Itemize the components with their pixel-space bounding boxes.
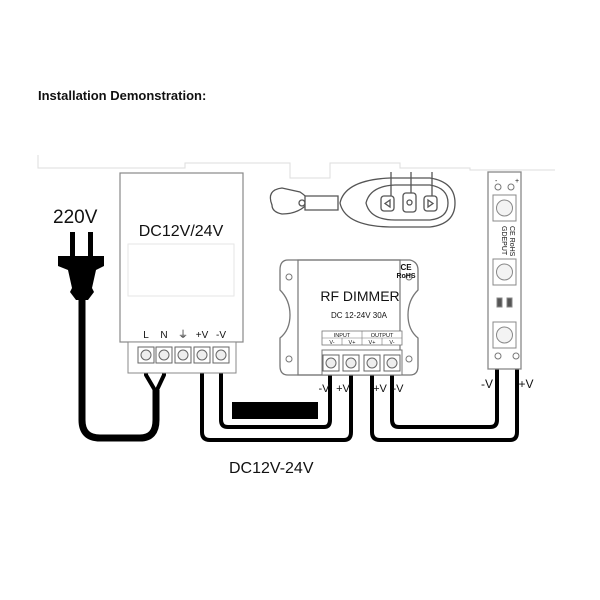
strip-cert-text: CE RoHS [508,226,515,257]
rf-dimmer: CE RoHS RF DIMMER DC 12-24V 30A INPUT OU… [279,259,419,395]
dc-wire-label: DC12V-24V [229,460,314,477]
wire-label: -V [319,383,331,395]
wire-label: -V [393,383,405,395]
wire-label: +V [373,383,387,395]
dimmer-spec: DC 12-24V 30A [331,311,388,320]
plug-icon [58,232,104,300]
screw-head-icon [196,349,208,361]
diagram-title: Installation Demonstration: [38,88,207,103]
out-minus-wire [390,355,499,429]
terminal-v-plus-out: V+ [369,340,376,346]
screw-head-icon [177,349,189,361]
terminal-label-plus: +V [196,330,209,341]
screw-head-icon [386,357,398,369]
out-plus-wire [370,355,519,442]
terminal-label-n: N [160,330,167,341]
dimmer-name: RF DIMMER [320,288,399,304]
black-bar [232,402,318,419]
terminal-label-ground: ⏚ [178,329,188,341]
strip-pad-minus: - [495,178,498,185]
screw-head-icon [366,357,378,369]
strip-wire-plus: +V [518,377,533,391]
terminal-v-minus-in: V- [329,340,334,346]
terminal-v-minus-out: V- [389,340,394,346]
strip-brand-text: GDEPUT [500,226,507,256]
screw-head-icon [215,349,227,361]
power-supply: DC12V/24V L N ⏚ +V -V [119,172,244,374]
wire-label: +V [336,383,350,395]
input-label: INPUT [334,333,351,339]
remote-control-icon [269,172,456,228]
output-label: OUTPUT [371,333,394,339]
rohs-mark: RoHS [396,273,415,280]
screw-head-icon [325,357,337,369]
terminal-label-minus: -V [216,330,226,341]
ce-mark: CE [400,263,412,272]
screw-head-icon [345,357,357,369]
ac-cable [78,300,160,442]
terminal-label-l: L [143,330,149,341]
terminal-v-plus-in: V+ [349,340,356,346]
dc-plus-wire [200,360,353,442]
screw-head-icon [158,349,170,361]
power-supply-label: DC12V/24V [139,223,224,240]
dc-minus-wire [219,360,332,429]
background-outline [37,155,555,179]
plug-voltage-label: 220V [53,207,98,228]
screw-head-icon [140,349,152,361]
led-strip: - + CE RoHS GDEPUT -V +V [481,171,534,391]
strip-wire-minus: -V [481,377,493,391]
strip-pad-plus: + [515,178,519,185]
